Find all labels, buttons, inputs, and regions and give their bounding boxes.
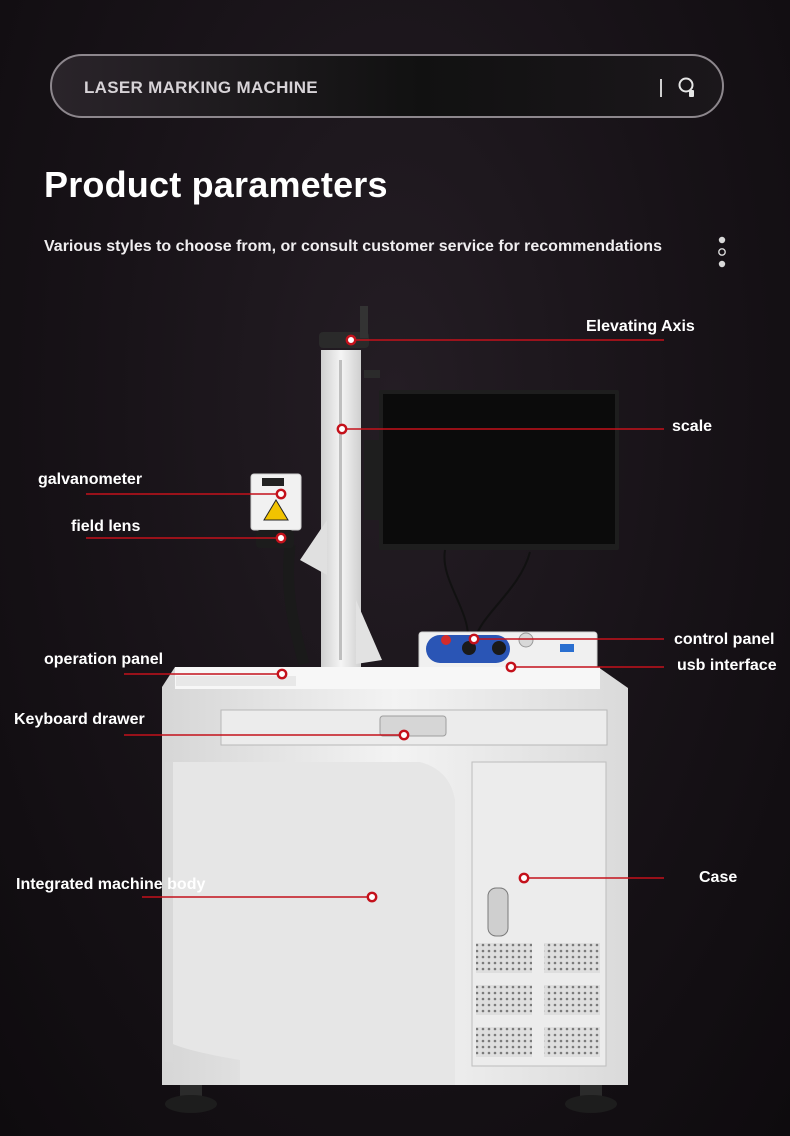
callout-dot-galvanometer — [275, 488, 287, 500]
label-case: Case — [699, 869, 738, 886]
label-elevating-axis: Elevating Axis — [586, 318, 695, 335]
label-integrated-machine-body: Integrated machine body — [16, 876, 206, 893]
search-divider — [660, 79, 662, 97]
callout-dot-usb-interface — [505, 661, 517, 673]
search-icon[interactable] — [676, 76, 700, 100]
galvanometer-head — [250, 473, 302, 548]
more-vertical-icon[interactable] — [714, 234, 730, 270]
search-text: LASER MARKING MACHINE — [84, 78, 318, 97]
elevating-column — [300, 306, 382, 668]
callout-dot-control-panel — [468, 633, 480, 645]
label-keyboard-drawer: Keyboard drawer — [14, 711, 145, 728]
callout-dot-operation-panel — [276, 668, 288, 680]
label-usb-interface: usb interface — [677, 657, 777, 674]
callout-dot-scale — [336, 423, 348, 435]
monitor — [364, 390, 619, 641]
callout-dot-elevating-axis — [345, 334, 357, 346]
control-panel-box — [418, 631, 598, 673]
search-bar[interactable]: LASER MARKING MACHINE — [50, 54, 724, 118]
fiber-cable — [283, 544, 310, 666]
label-control-panel: control panel — [674, 631, 775, 648]
machine-body — [162, 667, 628, 1113]
label-scale: scale — [672, 418, 713, 435]
label-operation-panel: operation panel — [44, 651, 164, 668]
page-subtitle: Various styles to choose from, or consul… — [44, 238, 662, 255]
label-galvanometer: galvanometer — [38, 471, 143, 488]
callout-dot-integrated-machine-body — [366, 891, 378, 903]
label-field-lens: field lens — [71, 518, 141, 535]
page-title: Product parameters — [44, 164, 388, 205]
callout-dot-case — [518, 872, 530, 884]
callout-dot-keyboard-drawer — [398, 729, 410, 741]
callout-dot-field-lens — [275, 532, 287, 544]
